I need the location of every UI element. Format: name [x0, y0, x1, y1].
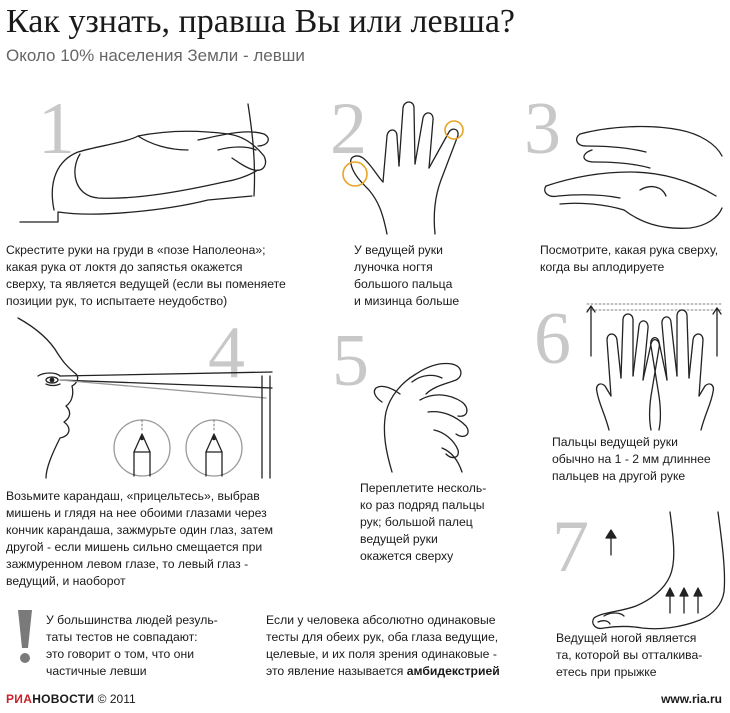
step-text-3: Посмотрите, какая рука сверху, когда вы … — [540, 243, 719, 274]
pencil-tip-left-icon — [113, 419, 171, 477]
step-number-4: 4 — [208, 312, 245, 394]
push-off-arrows-icon — [665, 587, 703, 614]
step-text-1: Скрестите руки на груди в «позе Наполеон… — [6, 243, 286, 308]
logo-ria: РИА — [6, 692, 33, 706]
interlocked-fingers-icon — [373, 362, 469, 473]
crossed-arms-icon — [19, 103, 269, 223]
ambidexterity-term: амбидекстрией — [406, 664, 500, 678]
step-number-6: 6 — [534, 298, 571, 380]
ria-novosti-logo: РИАНОВОСТИ © 2011 — [6, 692, 136, 706]
step-text-6: Пальцы ведущей руки обычно на 1 - 2 мм д… — [552, 435, 711, 483]
page-title: Как узнать, правша Вы или левша? — [6, 3, 516, 40]
pencil-tip-right-icon — [185, 419, 243, 477]
raised-hand-icon — [342, 101, 464, 235]
clapping-hands-icon — [544, 125, 723, 229]
up-arrow-icon — [605, 529, 617, 556]
step-text-4: Возьмите карандаш, «прицельтесь», выбрав… — [6, 489, 274, 588]
step-text-5: Переплетите несколь- ко раз подряд пальц… — [360, 481, 487, 563]
two-hands-compared-icon — [586, 303, 724, 431]
step-text-2: У ведущей руки луночка ногтя большого па… — [354, 243, 460, 308]
step-number-1: 1 — [38, 88, 75, 170]
step-text-7: Ведущей ногой является та, которой вы от… — [556, 631, 703, 679]
exclamation-mark-icon — [18, 610, 32, 663]
page-subtitle: Около 10% населения Земли - левши — [6, 46, 305, 65]
step-number-5: 5 — [332, 320, 369, 402]
ambidexterity-note-text: Если у человека абсолютно одинаковые тес… — [266, 613, 499, 678]
copyright: © 2011 — [97, 692, 136, 706]
ambidexterity-note: Если у человека абсолютно одинаковые тес… — [266, 612, 551, 680]
step-number-3: 3 — [524, 88, 561, 170]
mismatch-note: У большинства людей резуль- таты тестов … — [46, 613, 218, 678]
logo-novosti: НОВОСТИ — [32, 692, 95, 706]
step-number-7: 7 — [552, 506, 589, 588]
foot-icon — [592, 511, 726, 630]
site-url-link[interactable]: www.ria.ru — [661, 692, 722, 706]
aiming-eye-icon — [17, 317, 273, 479]
step-number-2: 2 — [330, 88, 367, 170]
